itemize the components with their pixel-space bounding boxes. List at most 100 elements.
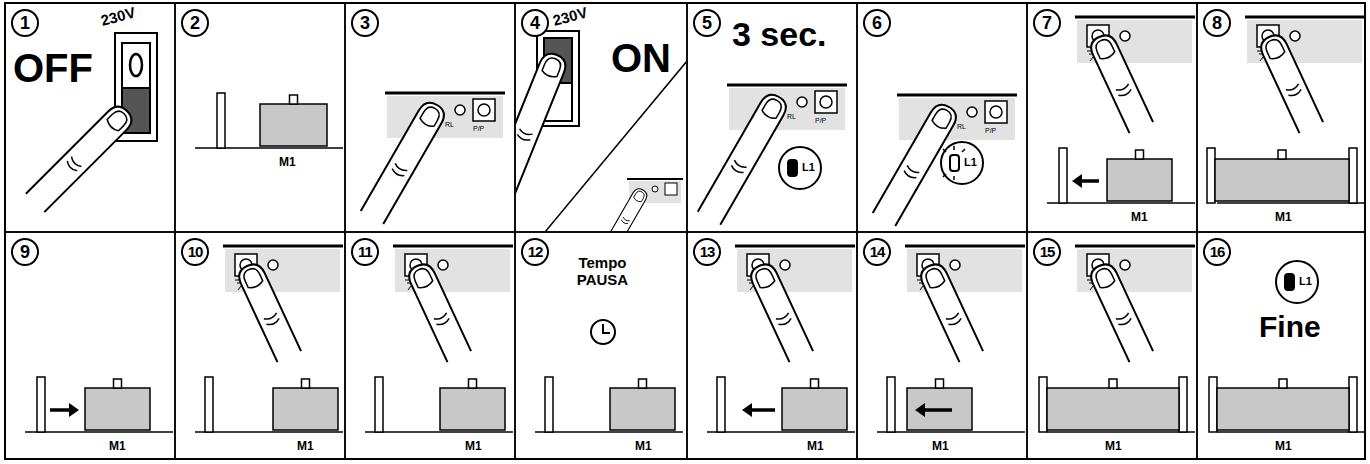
finger-knuckle <box>516 129 532 142</box>
gate-post <box>887 377 895 432</box>
switch-rocker-top <box>122 43 150 88</box>
step-number: 4 <box>521 9 549 37</box>
step-number: 9 <box>11 238 39 266</box>
panel-art <box>195 93 343 148</box>
finger <box>1257 32 1323 134</box>
panel-art <box>1207 17 1364 203</box>
panel-border <box>857 232 1027 459</box>
panel-art <box>195 246 343 432</box>
finger-knuckle <box>65 157 81 173</box>
gate-motor <box>302 379 310 388</box>
panel-border <box>1027 232 1197 459</box>
gate-motor <box>1136 150 1144 159</box>
arrow-head <box>915 403 925 417</box>
led <box>797 97 807 107</box>
led-icon <box>1276 261 1318 303</box>
finger-nail <box>411 266 433 290</box>
step-number: 10 <box>181 238 209 266</box>
step-label: L1 <box>802 162 815 173</box>
led-symbol <box>950 155 959 171</box>
gate-post <box>1207 148 1215 203</box>
panel-art <box>25 377 173 432</box>
step-panel: 16L1FineM1 <box>1197 232 1365 459</box>
finger-outline <box>26 102 136 212</box>
led-symbol <box>788 160 797 176</box>
step-number: 5 <box>693 9 721 37</box>
gate-leaf <box>1215 159 1349 201</box>
step-label: M1 <box>1275 440 1292 452</box>
finger-knuckle <box>1116 313 1132 327</box>
led <box>1120 260 1130 270</box>
divider-line <box>545 61 686 231</box>
finger-nail <box>931 106 954 130</box>
step-label: P/P <box>985 127 996 134</box>
led <box>1120 31 1130 41</box>
led <box>950 260 960 270</box>
arrow-head <box>69 403 79 417</box>
step-number: 1 <box>11 9 39 37</box>
step-label: Fine <box>1259 312 1321 342</box>
panel-border <box>175 232 345 459</box>
ground-line <box>1217 431 1364 433</box>
finger-knuckle <box>621 217 630 225</box>
step-label: M1 <box>465 440 482 452</box>
ground-line <box>707 431 855 433</box>
push-button <box>665 183 677 195</box>
finger <box>516 50 569 199</box>
finger-outline <box>516 50 569 199</box>
panel-border <box>1197 232 1365 459</box>
step-label: M1 <box>109 440 126 452</box>
control-board <box>899 98 1015 140</box>
step-label: RL <box>957 123 966 130</box>
gate-post <box>1059 148 1067 203</box>
finger-outline <box>698 91 791 225</box>
clock-hands <box>603 324 610 333</box>
finger-nail <box>753 266 775 290</box>
gate-post <box>1039 377 1047 432</box>
step-label: M1 <box>635 440 652 452</box>
step-number: 15 <box>1033 238 1061 266</box>
step-label: Tempo PAUSA <box>565 254 640 289</box>
gate-motor <box>811 379 819 388</box>
gate-post <box>217 93 225 148</box>
finger-nail <box>923 266 945 290</box>
gate-motor <box>290 95 298 104</box>
gate-motor <box>1279 379 1287 388</box>
finger-outline <box>405 261 471 363</box>
panel-art <box>1209 261 1364 432</box>
gate-leaf <box>907 388 972 430</box>
led <box>652 186 658 192</box>
arrow-head <box>1072 174 1082 188</box>
panel-border <box>5 3 175 232</box>
ground-line <box>535 431 683 433</box>
gate-motor <box>114 379 122 388</box>
push-button <box>815 91 837 113</box>
finger-knuckle <box>776 313 792 327</box>
board-edge <box>1075 16 1195 19</box>
panel-border <box>515 3 687 232</box>
led-symbol <box>1285 274 1294 290</box>
step-number: 3 <box>351 9 379 37</box>
finger-nail <box>1263 37 1285 61</box>
led <box>268 260 278 270</box>
finger <box>361 99 449 225</box>
finger-nail <box>541 56 563 79</box>
ground-line <box>1217 202 1364 204</box>
gate-leaf <box>440 388 505 430</box>
board-edge <box>897 94 1017 97</box>
gate-motor <box>639 379 647 388</box>
finger-outline <box>747 261 813 363</box>
finger-knuckle <box>264 313 280 327</box>
step-number: 11 <box>351 238 379 266</box>
step-panel: 15M1 <box>1027 232 1197 459</box>
step-label: 230V <box>99 4 137 28</box>
step-label: M1 <box>279 156 296 168</box>
step-label: M1 <box>297 440 314 452</box>
gate-post <box>37 377 45 432</box>
step-label: L1 <box>964 157 977 168</box>
arrow-head <box>742 403 752 417</box>
gate-leaf <box>260 104 327 146</box>
ground-line <box>877 431 1025 433</box>
step-panel: 53 sec.RLP/PL1 <box>687 3 857 232</box>
panel-art <box>361 93 505 224</box>
